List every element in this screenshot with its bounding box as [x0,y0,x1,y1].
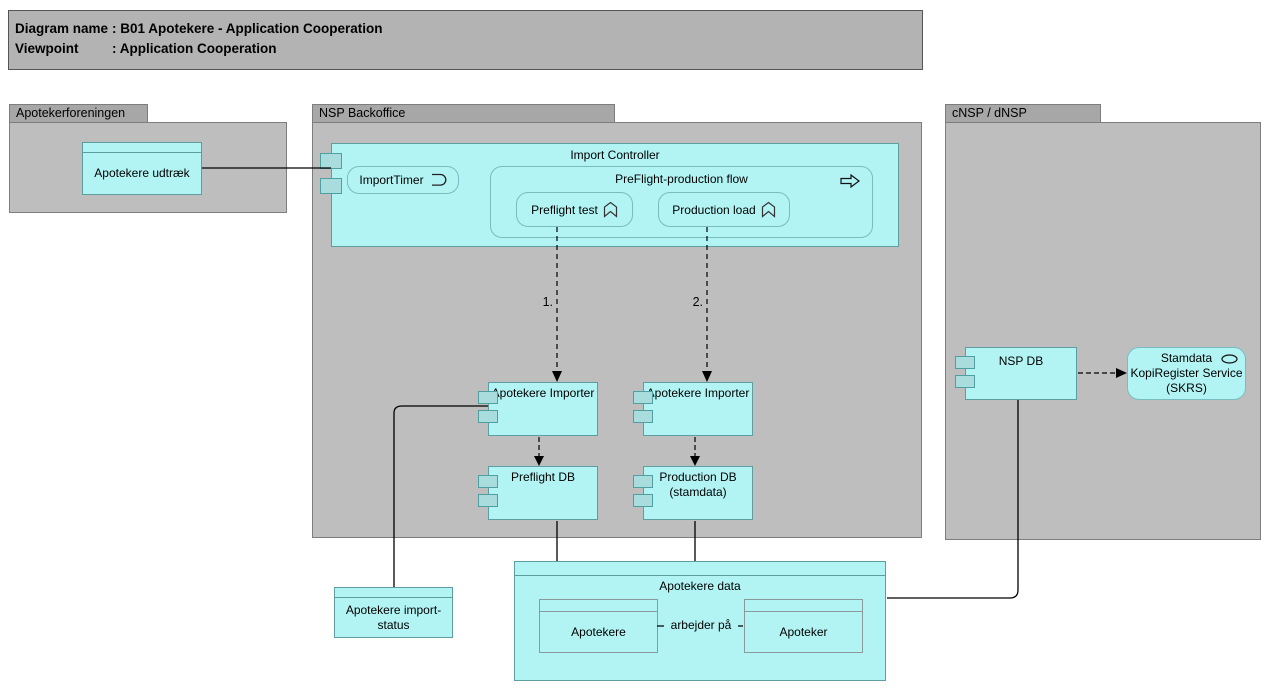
group-body-cnsp-dnsp[interactable] [945,122,1261,540]
node-import-controller[interactable]: Import Controller [320,143,899,247]
node-apotekere-importer-2[interactable]: Apotekere Importer [633,382,753,436]
connector-label-step1: 1. [542,295,553,309]
component-port-icon [478,410,498,423]
node-stamdata-skrs-service[interactable]: Stamdata KopiRegister Service (SKRS) [1127,347,1246,400]
dataobject-strip [335,588,452,598]
node-preflight-db[interactable]: Preflight DB [478,466,598,520]
component-port-icon [633,410,653,423]
diagram-title-box: Diagram name : B01 Apotekere - Applicati… [8,10,923,70]
component-port-icon [478,475,498,488]
node-apotekere-object[interactable]: Apotekere [539,599,658,653]
group-tab-apotekerforeningen[interactable]: Apotekerforeningen [9,104,148,123]
component-port-icon [320,153,342,169]
node-apotekere-udtraek[interactable]: Apotekere udtræk [82,142,202,195]
node-label: Apotekere udtræk [94,166,190,180]
viewpoint-label: Viewpoint [15,41,79,56]
component-port-icon [955,375,975,388]
process-arrow-icon [840,174,860,188]
dataobject-strip [515,562,885,576]
node-label: Preflight test [531,202,598,217]
function-chevron-icon [603,201,617,218]
node-preflight-test[interactable]: Preflight test [516,192,633,227]
node-label: ImportTimer [359,173,424,187]
node-label: Apotekere [571,624,626,639]
node-preflight-production-flow[interactable]: PreFlight-production flow [490,166,873,238]
node-label: Production load [672,202,756,217]
node-label: Production DB (stamdata) [659,470,737,499]
node-label: Preflight DB [510,470,576,484]
diagram-name-value: : B01 Apotekere - Application Cooperatio… [112,21,383,36]
viewpoint-value: : Application Cooperation [112,41,277,56]
node-label: Apoteker [779,624,828,639]
dataobject-strip [83,143,201,153]
group-tab-nsp-backoffice[interactable]: NSP Backoffice [312,104,615,123]
node-label: Apotekere data [659,579,741,593]
node-import-timer[interactable]: ImportTimer [347,166,459,194]
component-port-icon [320,178,342,194]
service-oval-icon [1221,354,1238,364]
component-port-icon [633,494,653,507]
node-label: NSP DB [998,354,1044,368]
component-port-icon [633,391,653,404]
component-port-icon [478,391,498,404]
node-label: Apotekere import-status [345,602,442,632]
node-apoteker-object[interactable]: Apoteker [744,599,863,653]
node-label: Import Controller [570,148,660,162]
component-port-icon [955,356,975,369]
node-apotekere-importer-1[interactable]: Apotekere Importer [478,382,598,436]
node-label: Stamdata KopiRegister Service (SKRS) [1130,351,1243,395]
node-production-db[interactable]: Production DB (stamdata) [633,466,753,520]
function-chevron-icon [761,201,775,218]
connector-label-arbejder-pa: arbejder på [664,618,738,632]
node-apotekere-import-status[interactable]: Apotekere import-status [334,587,453,638]
connector-label-step2: 2. [692,295,703,309]
component-port-icon [478,494,498,507]
dataobject-strip [540,600,657,612]
node-label: Apotekere Importer [491,386,595,400]
diagram-name-label: Diagram name [15,21,109,36]
dataobject-strip [745,600,862,612]
node-label: Apotekere Importer [646,386,750,400]
node-label: PreFlight-production flow [615,172,748,186]
group-tab-cnsp-dnsp[interactable]: cNSP / dNSP [945,104,1101,123]
event-icon [431,173,446,186]
component-port-icon [633,475,653,488]
node-nsp-db[interactable]: NSP DB [955,347,1077,400]
node-production-load[interactable]: Production load [658,192,790,227]
